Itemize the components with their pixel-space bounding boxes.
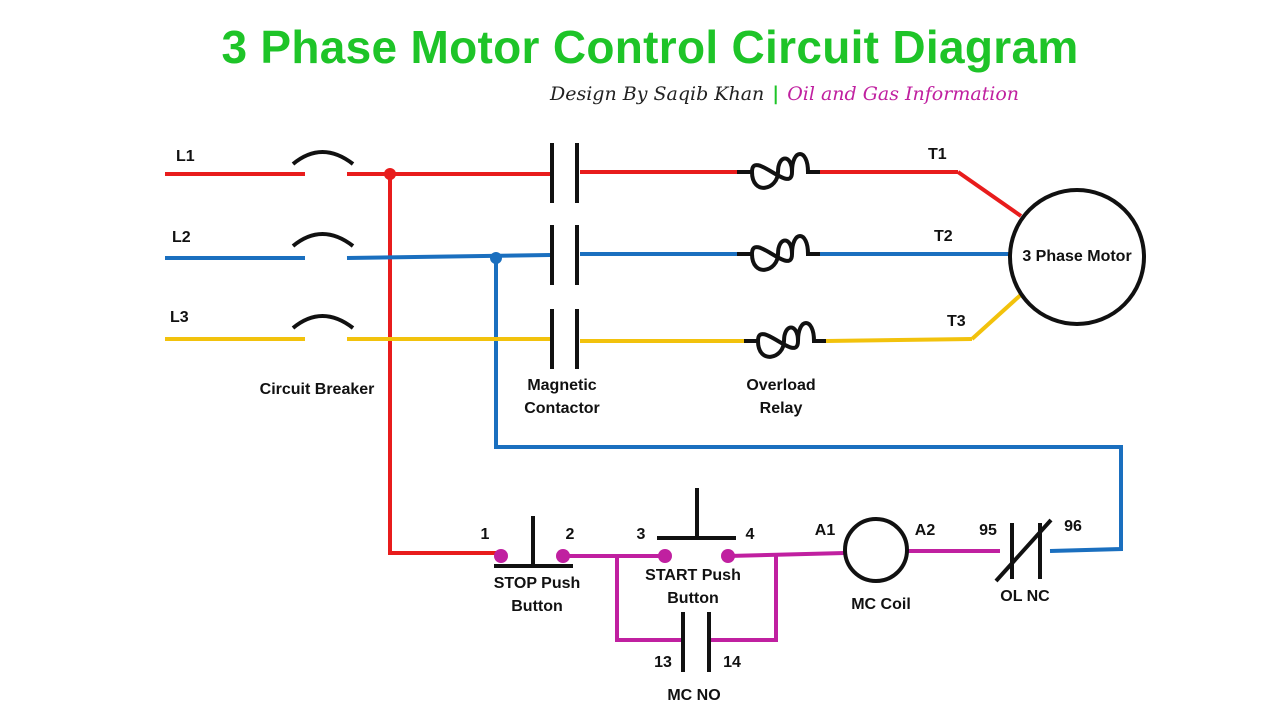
mc-13-label: 13 [654,654,672,671]
mc-coil-label: MC Coil [851,596,911,613]
credit-author: Design By Saqib Khan [550,83,765,105]
stop-terminal-1-label: 1 [481,526,490,543]
start-label-line1: START Push [645,567,741,584]
overload-label-line2: Relay [760,400,803,417]
l2-junction-dot [490,252,502,264]
stop-terminal-2-dot [556,549,570,563]
credit-separator: | [772,83,780,105]
motor-symbol [1008,188,1146,326]
start-terminal-3-label: 3 [637,526,646,543]
t2-label: T2 [934,228,953,245]
start-push-button-symbol [657,488,736,540]
credit-line: Design By Saqib Khan | Oil and Gas Informa… [550,83,1019,105]
coil-a1-label: A1 [815,522,836,539]
overload-label-line1: Overload [746,377,815,394]
ol-96-label: 96 [1064,518,1082,535]
mc-coil-symbol [843,517,909,583]
coil-a2-label: A2 [915,522,936,539]
credit-site: Oil and Gas Information [787,83,1020,105]
mc-no-contact-symbol [681,612,711,672]
l3-wire [165,289,1027,343]
l2-wire [165,252,1123,553]
overload-relay-symbol [737,152,826,359]
ol-nc-contact-symbol [994,518,1053,583]
motor-label: 3 Phase Motor [1022,248,1131,265]
t1-label: T1 [928,146,947,163]
start-label-line2: Button [667,590,719,607]
circuit-breaker-symbol [291,150,355,330]
l1-wire [165,170,1023,555]
l1-label: L1 [176,148,195,165]
l2-label: L2 [172,229,191,246]
mc-14-label: 14 [723,654,741,671]
start-terminal-3-dot [658,549,672,563]
stop-label-line1: STOP Push [494,575,581,592]
ol-nc-label: OL NC [1000,588,1050,605]
start-terminal-4-dot [721,549,735,563]
stop-push-button-symbol [494,516,573,568]
control-wire [563,549,1000,642]
contactor-label-line1: Magnetic [527,377,596,394]
stop-terminal-1-dot [494,549,508,563]
l1-junction-dot [384,168,396,180]
circuit-breaker-label: Circuit Breaker [260,381,375,398]
t3-label: T3 [947,313,966,330]
start-terminal-4-label: 4 [746,526,755,543]
l3-label: L3 [170,309,189,326]
magnetic-contactor-symbol [550,143,579,369]
page-title: 3 Phase Motor Control Circuit Diagram [221,21,1079,73]
mc-no-label: MC NO [667,687,720,704]
ol-95-label: 95 [979,522,997,539]
stop-label-line2: Button [511,598,563,615]
stop-terminal-2-label: 2 [566,526,575,543]
contactor-label-line2: Contactor [524,400,600,417]
